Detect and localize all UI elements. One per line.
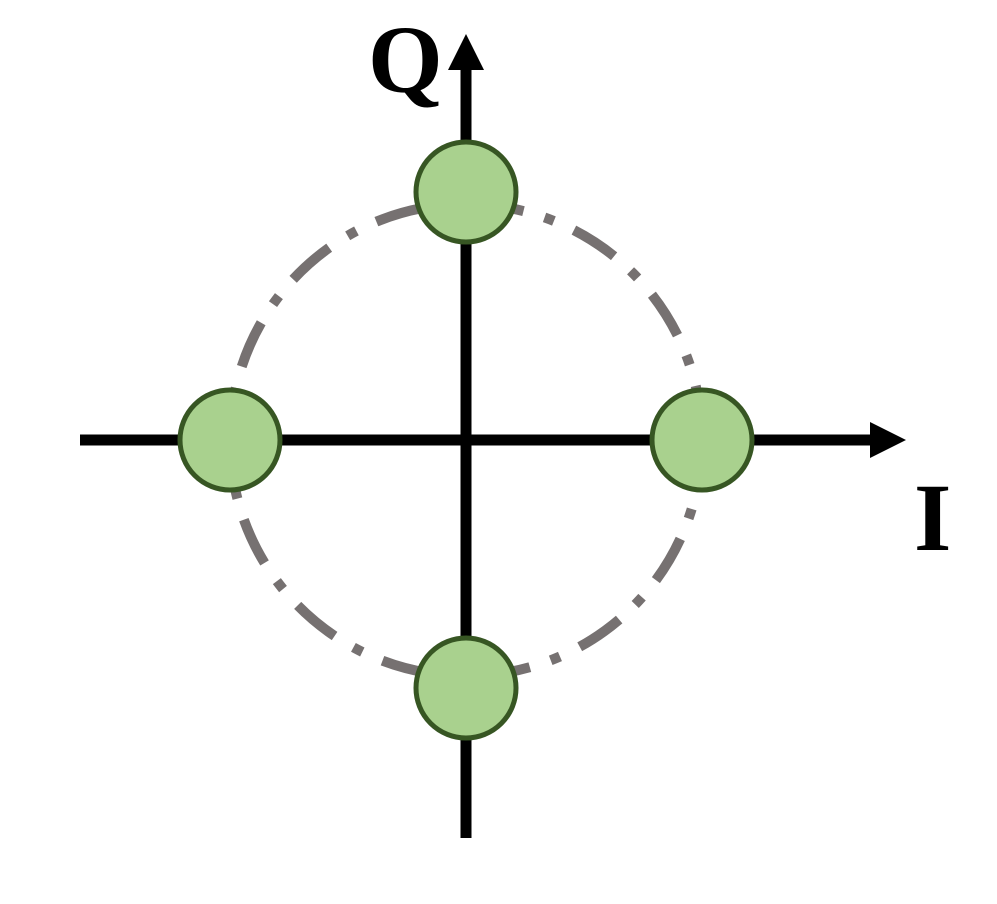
q-axis-label: Q (368, 6, 443, 113)
constellation-point-bottom (413, 635, 519, 741)
constellation-point-right (649, 387, 755, 493)
i-axis-label: I (914, 464, 951, 571)
constellation-points (177, 139, 755, 741)
constellation-point-top (413, 139, 519, 245)
i-axis-arrowhead (870, 422, 906, 458)
constellation-point-left (177, 387, 283, 493)
q-axis-arrowhead (448, 34, 484, 70)
